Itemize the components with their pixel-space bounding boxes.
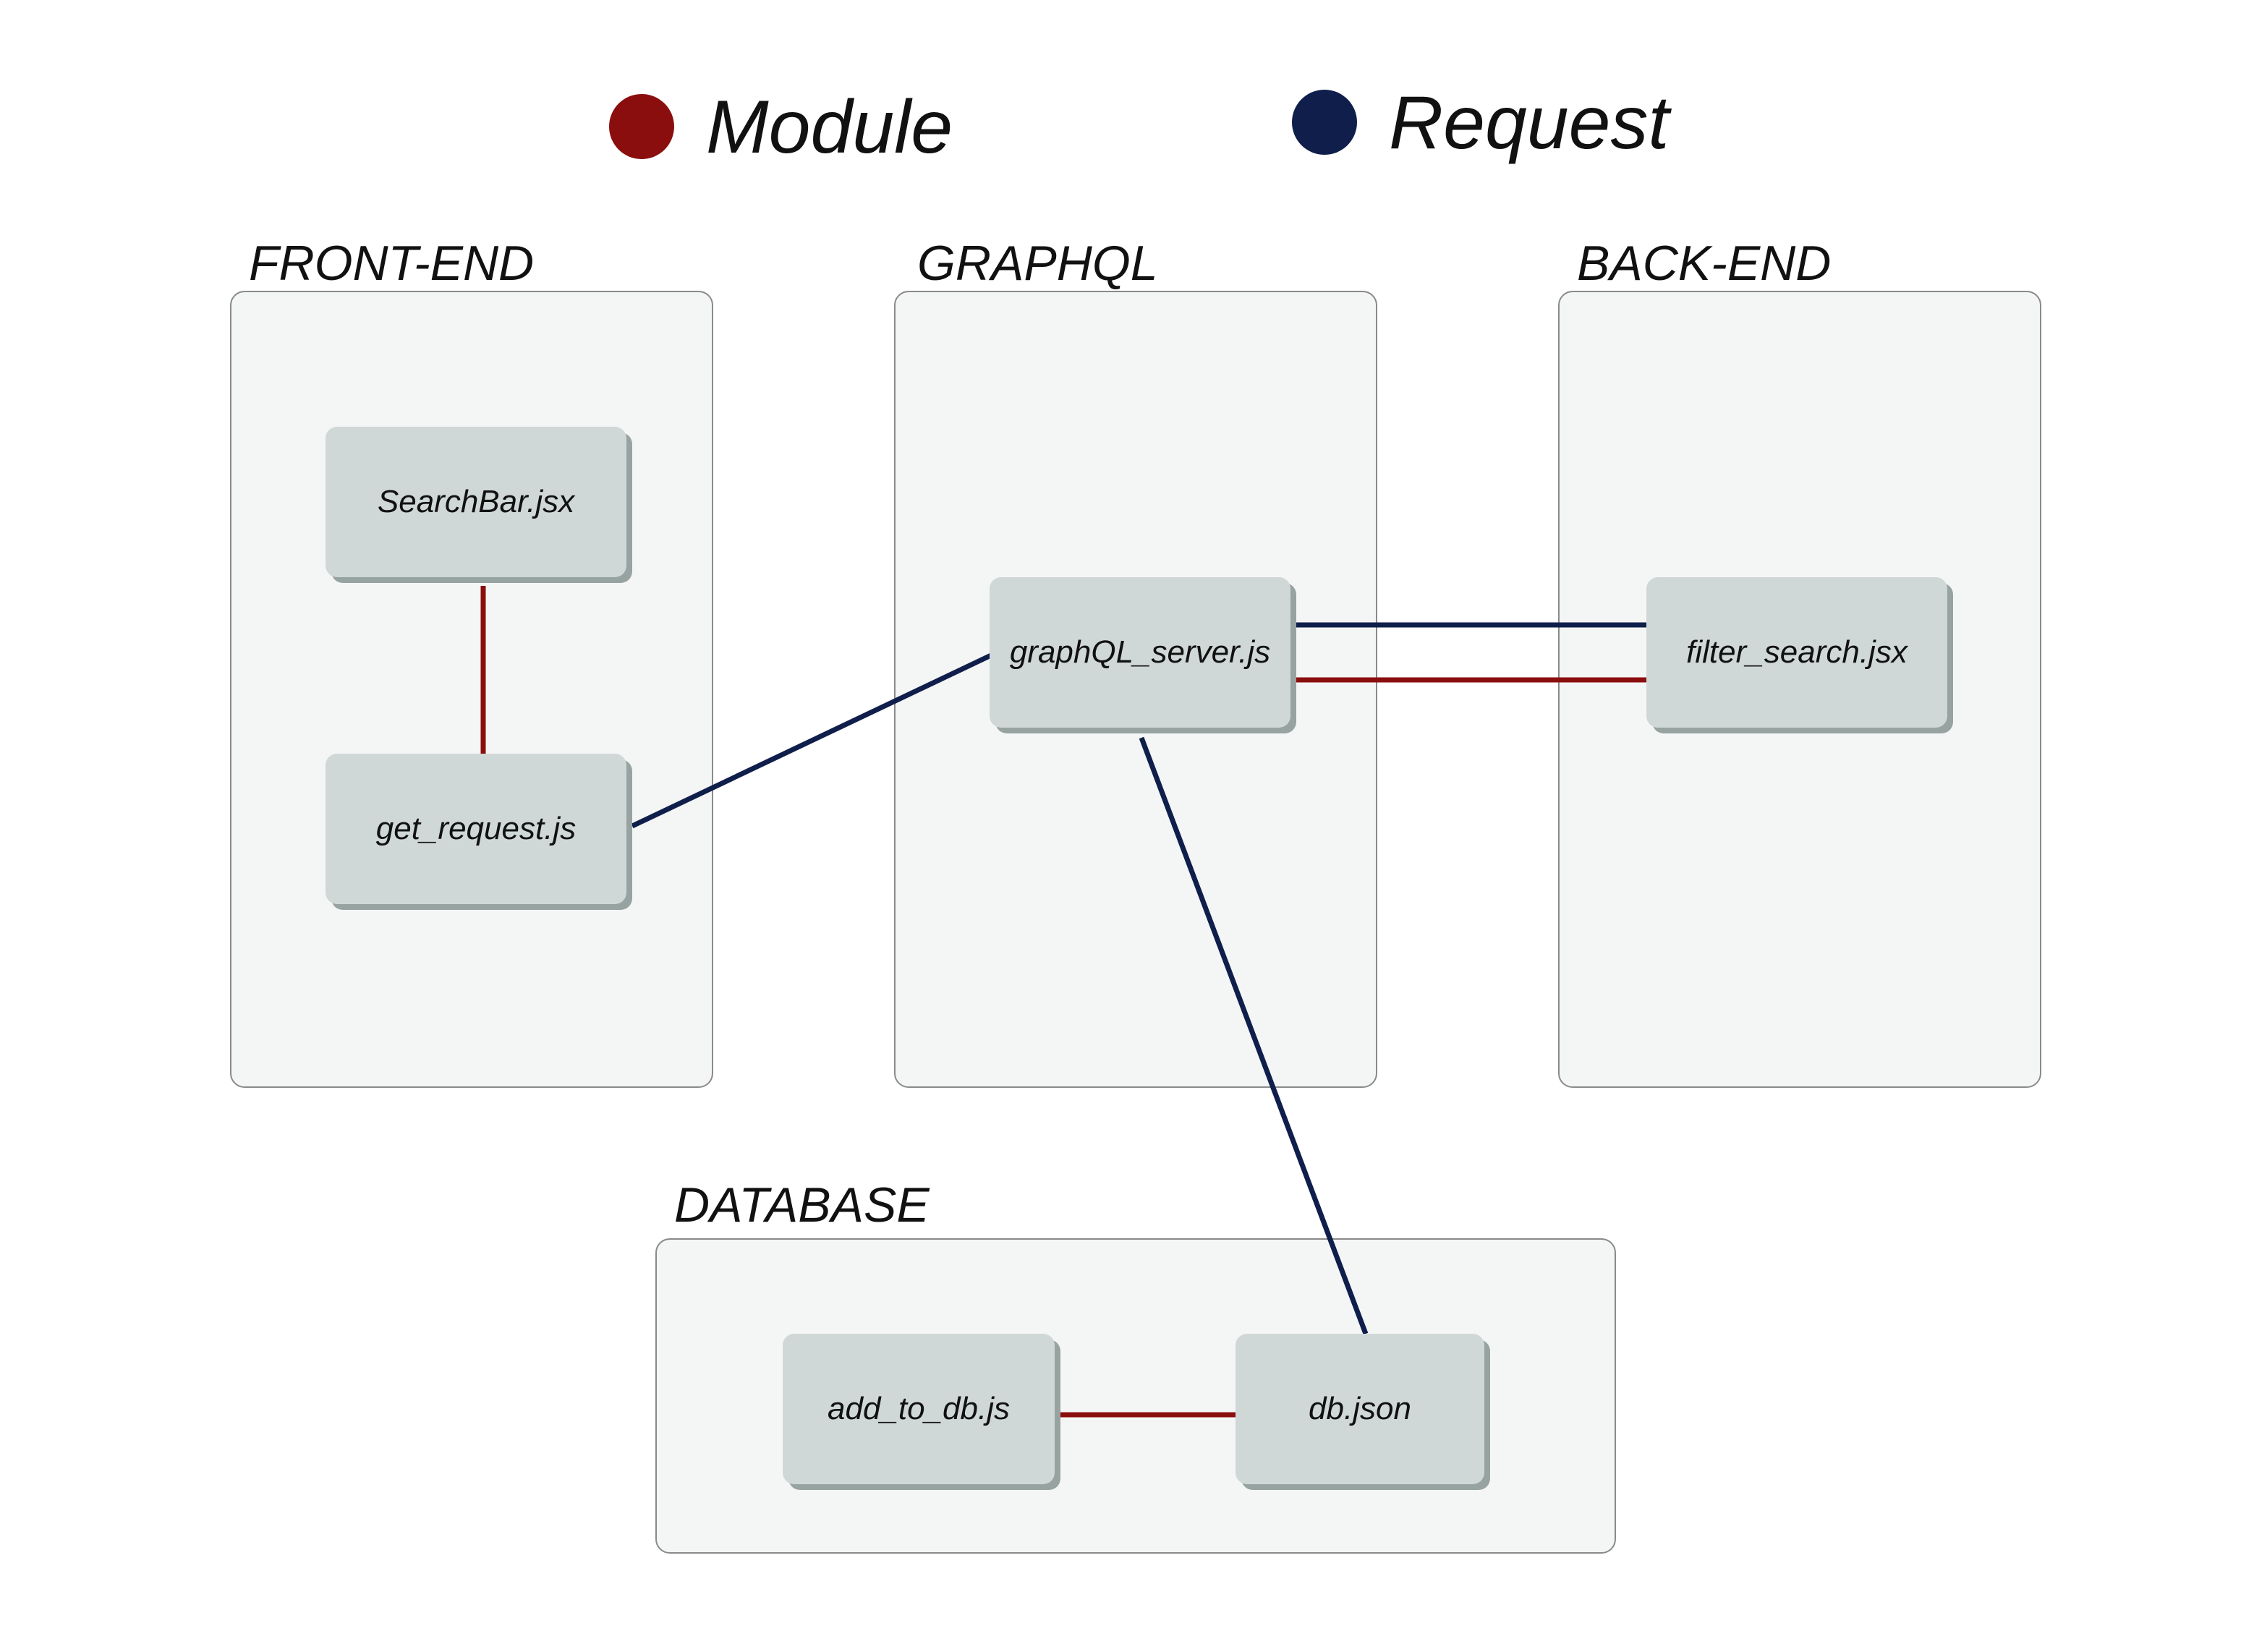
frontend-group — [230, 291, 713, 1088]
module-legend-dot — [609, 94, 674, 159]
graphql-to-db-json-request-link — [1139, 736, 1369, 1335]
database-group-title: DATABASE — [674, 1178, 930, 1232]
get-request-to-graphql-request-link — [631, 652, 992, 829]
graphql-server-node: graphQL_server.js — [990, 577, 1290, 728]
get-request-node: get_request.js — [326, 754, 626, 904]
request-legend-label: Request — [1389, 81, 1670, 165]
backend-group-title: BACK-END — [1577, 236, 1832, 291]
module-legend-label: Module — [706, 85, 953, 169]
filter-search-node: filter_search.jsx — [1646, 577, 1947, 728]
request-legend-dot — [1292, 90, 1357, 155]
graphql-group-title: GRAPHQL — [917, 236, 1158, 291]
add-to-db-node: add_to_db.js — [783, 1334, 1055, 1484]
db-json-node: db.json — [1236, 1334, 1484, 1484]
frontend-group-title: FRONT-END — [249, 236, 535, 291]
searchbar-node: SearchBar.jsx — [326, 427, 626, 577]
